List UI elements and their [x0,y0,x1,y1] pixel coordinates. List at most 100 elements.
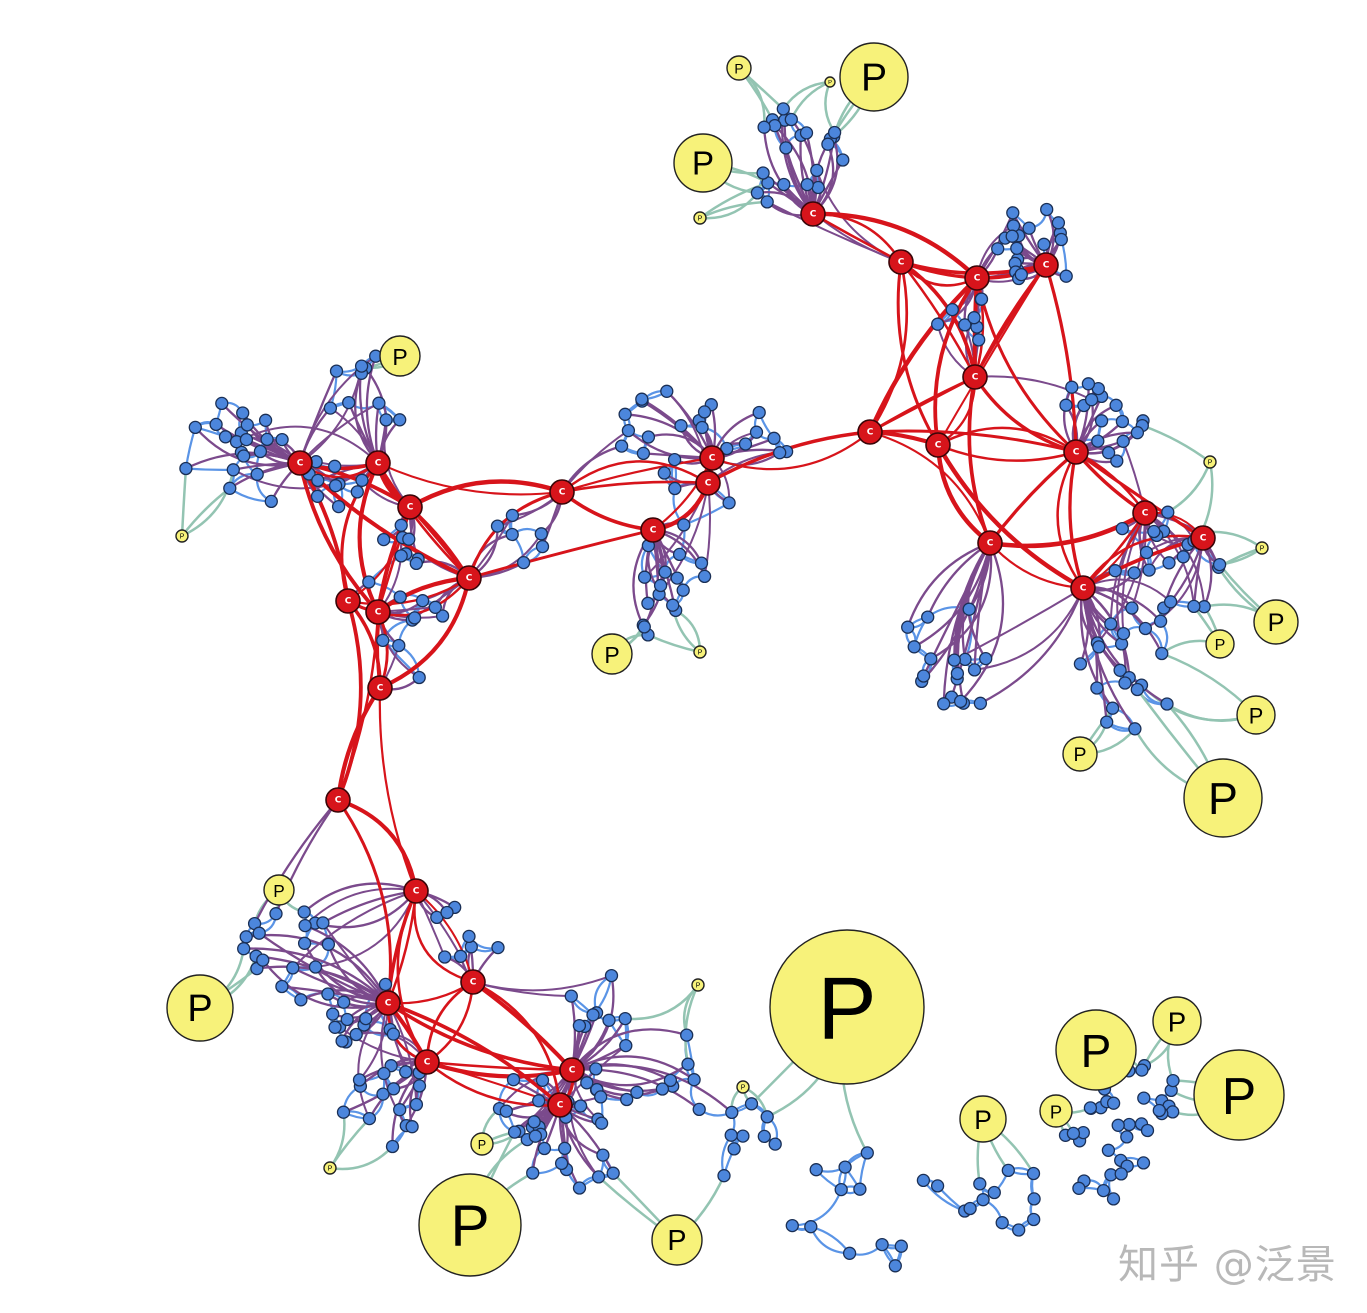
leaf-node [349,1027,363,1042]
leaf-node [440,905,454,920]
leaf-node [275,432,289,447]
peripheral-node-label: P [478,1138,486,1152]
leaf-node [1101,446,1116,460]
leaf-node [209,417,223,432]
hub-node: C [335,588,361,614]
hub-edges [297,211,1205,1107]
leaf-node [311,473,325,488]
hub-node-label: C [987,539,994,549]
leaf-edge [184,467,235,472]
leaf-node [1142,563,1156,577]
leaf-node [947,653,961,667]
leaf-node [491,940,505,955]
leaf-node [240,418,254,432]
bridge-edge [979,586,1085,705]
peripheral-node: P [1236,695,1276,735]
hub-edge [378,686,418,893]
leaf-node [328,459,342,473]
leaf-node [580,1076,594,1090]
hub-edge [386,889,418,1005]
leaf-node [393,1103,407,1117]
leaf-node [1059,398,1073,412]
leaf-node [838,1160,852,1174]
hub-edge [560,460,710,494]
leaf-node [1100,715,1114,729]
leaf-node [385,1139,400,1154]
leaf-node [875,1237,889,1252]
bridge-edge [570,1028,688,1072]
hub-node-label: C [650,526,657,536]
hub-edge [560,456,714,494]
leaf-node [836,153,850,167]
hub-node: C [1033,252,1059,278]
peripheral-node-label: P [698,650,703,657]
leaf-node [393,413,407,427]
leaf-node [663,1073,678,1088]
leaf-node [490,519,505,533]
peripheral-node-label: P [392,344,407,370]
leaf-node [415,594,430,608]
hub-node-label: C [413,887,420,897]
leaf-node [670,571,684,585]
peripheral-node: P [736,1080,750,1094]
leaf-node [967,663,982,677]
leaf-node [1090,681,1104,695]
leaf-node [757,120,771,134]
leaf-node [785,1218,799,1233]
leaf-node [1114,1167,1128,1181]
leaf-node [1027,1212,1041,1227]
hub-edge [425,1060,574,1072]
leaf-node [294,993,308,1007]
leaf-node [516,555,531,570]
peripheral-node-label: P [734,62,743,77]
leaf-node [1014,267,1028,282]
leaf-node [760,195,774,209]
leaf-node [750,186,765,200]
leaf-node [658,565,672,579]
leaf-node [1059,269,1073,283]
leaf-node [1051,216,1066,230]
hub-node: C [1132,500,1158,526]
leaf-node [653,578,668,593]
leaf-node [809,1163,823,1177]
leaf-node [377,1066,391,1081]
leaf-node [1110,454,1124,468]
peripheral-node-label: P [861,57,887,100]
leaf-node [660,384,674,398]
peripheral-node: P [691,978,705,992]
leaf-node [226,463,240,477]
hub-node: C [640,517,666,543]
leaf-node [554,1156,569,1171]
hub-edge [376,461,564,496]
hub-node: C [403,878,429,904]
leaf-node [717,1169,731,1183]
peripheral-edge [1166,460,1212,514]
leaf-node [655,1082,670,1096]
hub-edge [896,260,940,447]
hub-edge [936,426,1078,454]
peripheral-node-label: P [1208,774,1238,824]
hub-node: C [559,1057,585,1083]
leaf-node [821,137,835,151]
leaf-node [1081,377,1096,391]
leaf-node [329,364,344,378]
leaf-node [604,968,619,983]
leaf-node [215,396,229,411]
peripheral-node-label: P [1081,1025,1112,1077]
hub-node: C [397,494,423,520]
leaf-node [537,1141,552,1156]
leaf-node [1139,545,1154,560]
leaf-node [1113,663,1127,677]
leaf-node [901,620,915,634]
leaf-node [907,640,921,654]
peripheral-edge [1141,424,1212,464]
leaf-node [336,1105,351,1119]
leaf-node [399,1065,413,1079]
leaf-node [931,317,945,331]
leaf-node [621,423,636,438]
leaf-node [596,1148,610,1162]
peripheral-edge [698,181,770,220]
hub-node: C [375,990,401,1016]
